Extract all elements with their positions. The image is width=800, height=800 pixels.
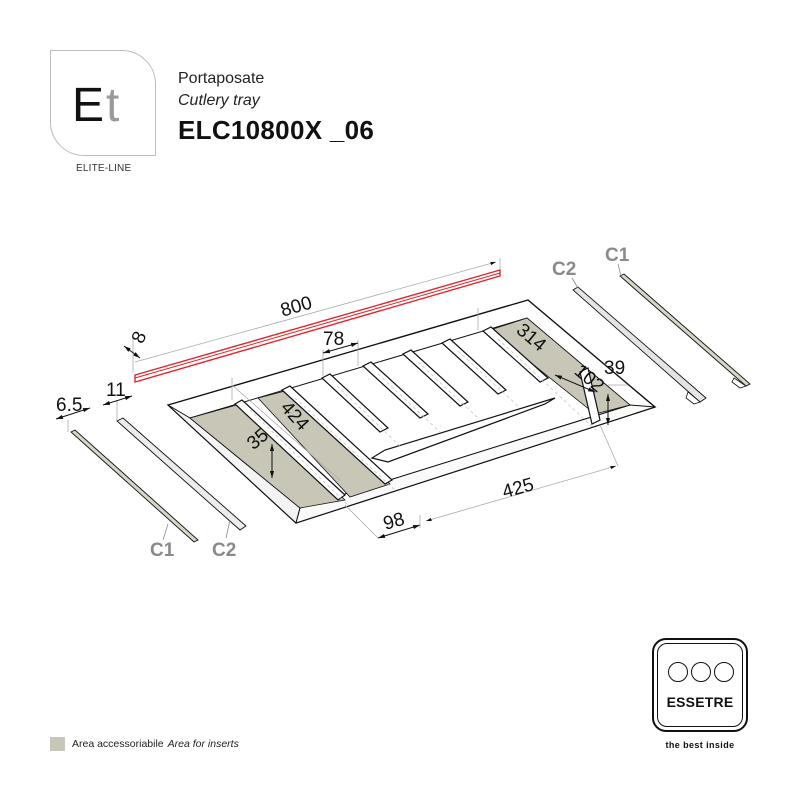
dim-divider-spacing-value: 78 bbox=[323, 329, 344, 350]
product-code: ELC10800X _06 bbox=[178, 115, 375, 145]
brand-tagline: the best inside bbox=[665, 740, 735, 750]
product-title-english: Cutlery tray bbox=[178, 92, 260, 109]
dimension-divider-spacing: 78 bbox=[322, 329, 359, 376]
dim-wall-height-value: 39 bbox=[604, 358, 625, 379]
product-title-italian: Portaposate bbox=[178, 70, 265, 87]
essetre-logo: ESSETRE bbox=[652, 638, 748, 732]
profile-c1-right: C1 bbox=[605, 245, 751, 389]
dim-thickness-value: 8 bbox=[128, 328, 152, 346]
insert-area-swatch bbox=[50, 737, 65, 751]
dimension-front-compartment: 98 425 bbox=[344, 424, 619, 539]
legend-label-english: Area for inserts bbox=[167, 738, 239, 750]
elite-line-logo-frame bbox=[50, 50, 156, 156]
circle-icon bbox=[691, 662, 711, 682]
part-label-c1-left: C1 bbox=[150, 540, 175, 561]
dim-front-width-value: 98 bbox=[381, 509, 407, 535]
essetre-logo-inner-frame bbox=[657, 643, 743, 727]
profile-c2-right: C2 bbox=[552, 259, 707, 405]
part-label-c2-right: C2 bbox=[552, 259, 576, 280]
dim-c2-width-value: 11 bbox=[106, 380, 126, 401]
top-rail-highlight bbox=[134, 269, 501, 383]
logo-letter-e: E bbox=[72, 79, 105, 132]
dim-front-length-value: 425 bbox=[500, 474, 536, 503]
insert-area-left-2 bbox=[257, 390, 391, 498]
dim-c1-width-value: 6.5 bbox=[56, 395, 82, 416]
essetre-circles-icon bbox=[668, 662, 734, 682]
insert-area-left-1 bbox=[189, 403, 346, 509]
part-label-c2-left: C2 bbox=[212, 540, 236, 561]
dimension-wall-height: 39 bbox=[604, 358, 628, 425]
logo-caption: ELITE-LINE bbox=[76, 163, 132, 174]
circle-icon bbox=[714, 662, 734, 682]
legend: Area accessoriabile Area for inserts bbox=[50, 737, 239, 751]
legend-label-italian: Area accessoriabile bbox=[72, 738, 164, 750]
logo-letter-t: t bbox=[106, 79, 120, 132]
part-label-c1-right: C1 bbox=[605, 245, 630, 266]
circle-icon bbox=[668, 662, 688, 682]
tray-body bbox=[166, 299, 657, 524]
profile-c1-left: 6.5 C1 bbox=[55, 395, 199, 561]
dimension-thickness: 8 bbox=[123, 328, 152, 359]
brand-name: ESSETRE bbox=[666, 694, 734, 710]
dim-length-value: 800 bbox=[278, 293, 314, 322]
profile-c2-left: 11 C2 bbox=[102, 380, 247, 561]
